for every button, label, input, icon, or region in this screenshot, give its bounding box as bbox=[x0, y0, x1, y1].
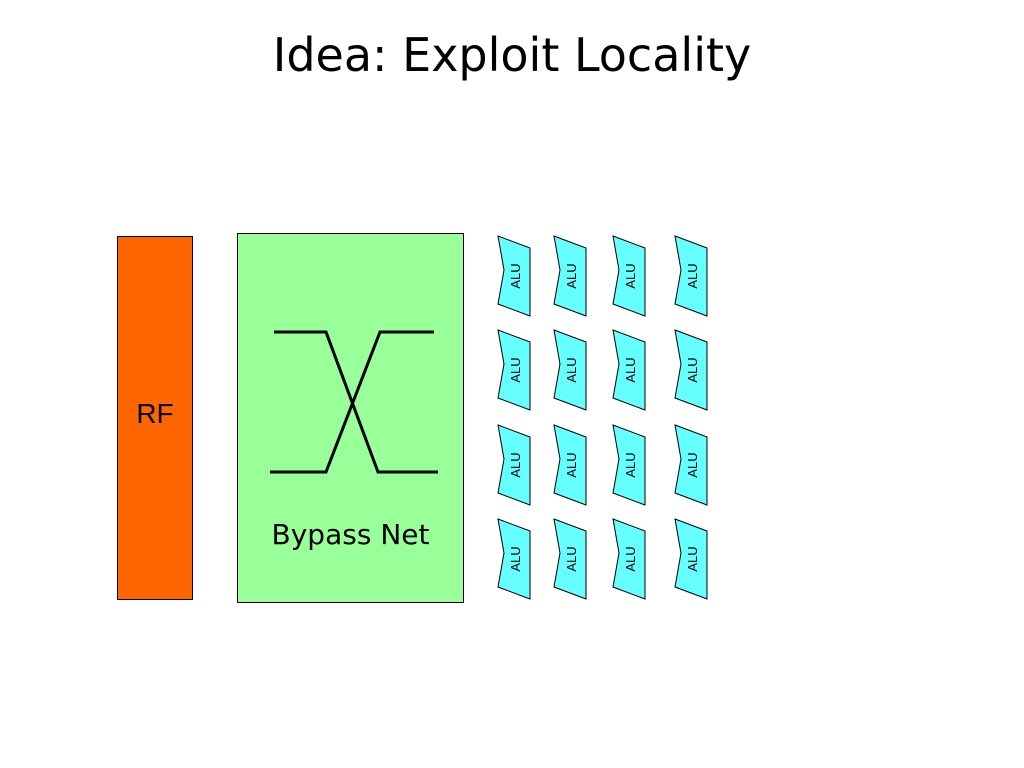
alu-unit: ALU bbox=[612, 518, 646, 600]
alu-shape bbox=[553, 518, 587, 600]
alu-array: ALU ALU ALU ALU ALU ALU ALU ALU ALU ALU ALU ALU ALU A… bbox=[497, 235, 718, 604]
alu-unit: ALU bbox=[674, 235, 708, 317]
alu-shape bbox=[497, 329, 531, 411]
alu-label: ALU bbox=[623, 357, 638, 382]
alu-shape bbox=[497, 424, 531, 506]
alu-shape bbox=[553, 235, 587, 317]
crossbar-line-upper bbox=[274, 330, 438, 474]
alu-shape bbox=[497, 235, 531, 317]
alu-label: ALU bbox=[508, 452, 523, 477]
alu-label: ALU bbox=[685, 452, 700, 477]
alu-unit: ALU bbox=[674, 329, 708, 411]
alu-label: ALU bbox=[623, 546, 638, 571]
alu-unit: ALU bbox=[612, 424, 646, 506]
alu-label: ALU bbox=[685, 357, 700, 382]
register-file-label: RF bbox=[136, 398, 174, 429]
alu-label: ALU bbox=[623, 263, 638, 288]
alu-label: ALU bbox=[508, 357, 523, 382]
alu-label: ALU bbox=[564, 357, 579, 382]
alu-unit: ALU bbox=[612, 235, 646, 317]
alu-label: ALU bbox=[623, 452, 638, 477]
alu-shape bbox=[612, 518, 646, 600]
alu-unit: ALU bbox=[497, 235, 531, 317]
alu-unit: ALU bbox=[553, 235, 587, 317]
crossbar-line-lower bbox=[270, 330, 434, 474]
alu-unit: ALU bbox=[497, 518, 531, 600]
alu-label: ALU bbox=[508, 546, 523, 571]
alu-shape bbox=[553, 424, 587, 506]
alu-shape bbox=[612, 329, 646, 411]
alu-label: ALU bbox=[508, 263, 523, 288]
alu-shape bbox=[497, 518, 531, 600]
alu-shape bbox=[674, 235, 708, 317]
alu-label: ALU bbox=[564, 263, 579, 288]
bypass-network-block: Bypass Net bbox=[237, 233, 464, 603]
alu-unit: ALU bbox=[612, 329, 646, 411]
alu-shape bbox=[674, 518, 708, 600]
alu-label: ALU bbox=[685, 263, 700, 288]
crossbar-symbol bbox=[270, 330, 438, 474]
alu-shape bbox=[674, 329, 708, 411]
bypass-network-label: Bypass Net bbox=[271, 518, 430, 551]
alu-shape bbox=[674, 424, 708, 506]
alu-unit: ALU bbox=[497, 424, 531, 506]
alu-unit: ALU bbox=[674, 424, 708, 506]
alu-shape bbox=[553, 329, 587, 411]
alu-unit: ALU bbox=[497, 329, 531, 411]
alu-shape bbox=[612, 235, 646, 317]
alu-label: ALU bbox=[685, 546, 700, 571]
alu-shape bbox=[612, 424, 646, 506]
alu-label: ALU bbox=[564, 546, 579, 571]
alu-label: ALU bbox=[564, 452, 579, 477]
register-file-block: RF bbox=[117, 236, 193, 600]
alu-unit: ALU bbox=[674, 518, 708, 600]
slide-title: Idea: Exploit Locality bbox=[272, 28, 752, 82]
alu-unit: ALU bbox=[553, 329, 587, 411]
alu-unit: ALU bbox=[553, 518, 587, 600]
alu-unit: ALU bbox=[553, 424, 587, 506]
